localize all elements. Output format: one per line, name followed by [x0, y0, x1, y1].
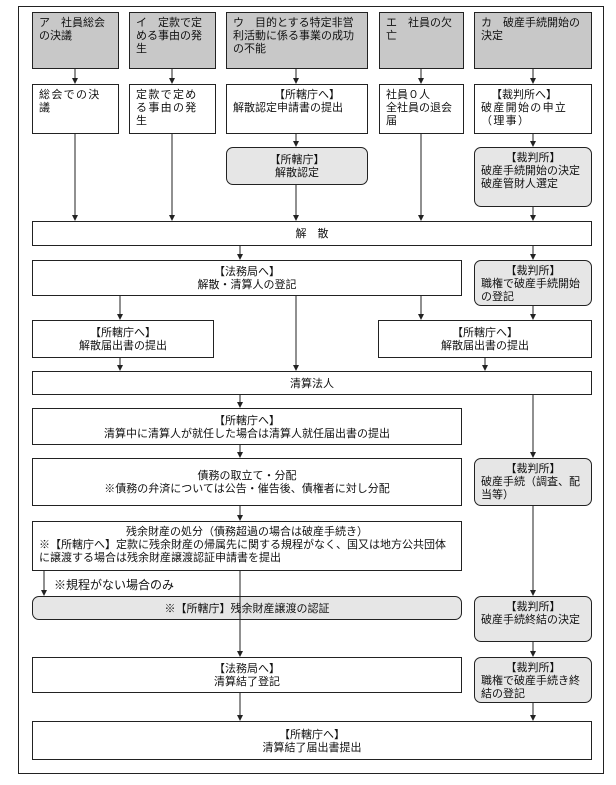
reason-ka: カ 破産手続開始の決定 [474, 12, 592, 69]
shokatsu-ninntei: 【所轄庁】 解散認定 [226, 147, 368, 185]
saimu-toritate: 債務の取立て・分配 ※債務の弁済については公告・催告後、債権者に対し分配 [32, 458, 462, 506]
court-hasan-tetsuzuki: 【裁判所】 破産手続（調査、配当等） [474, 458, 592, 506]
ketsuryou-touki: 【法務局へ】 清算結了登記 [32, 657, 462, 693]
diagram-frame [18, 6, 604, 774]
step-soukai: 総会での決議 [32, 84, 119, 134]
kaisan-touki: 【法務局へ】 解散・清算人の登記 [32, 260, 462, 296]
reason-i: イ 定款で定める事由の発生 [129, 12, 216, 69]
zanyo-ninsho: ※【所轄庁】残余財産譲渡の認証 [32, 596, 462, 620]
seisannin-shuunin: 【所轄庁へ】 清算中に清算人が就任した場合は清算人就任届出書の提出 [32, 408, 462, 445]
kaisan-bar: 解 散 [32, 221, 592, 246]
step-hasan-moushitate: 【裁判所へ】 破産開始の申立（理事） [474, 84, 592, 134]
step-teikan: 定款で定める事由の発生 [129, 84, 216, 134]
kaisan-todoke-right: 【所轄庁へ】 解散届出書の提出 [378, 320, 592, 358]
reason-u: ウ 目的とする特定非営利活動に係る事業の成功の不能 [226, 12, 368, 69]
reason-e: エ 社員の欠亡 [379, 12, 464, 69]
step-ninntei-shinsei: 【所轄庁へ】 解散認定申請書の提出 [226, 84, 368, 134]
court-shuuketsu-touki: 【裁判所】 職権で破産手続き終結の登記 [474, 657, 592, 703]
kitei-note: ※規程がない場合のみ [54, 578, 175, 592]
kaisan-todoke-left: 【所轄庁へ】 解散届出書の提出 [32, 320, 214, 358]
ketsuryou-todoke: 【所轄庁へ】 清算結了届出書提出 [32, 721, 592, 760]
court-hasan-touki: 【裁判所】 職権で破産手続開始の登記 [474, 260, 592, 306]
reason-a: ア 社員総会の決議 [32, 12, 119, 69]
court-shuuketsu-kettei: 【裁判所】 破産手続終結の決定 [474, 596, 592, 642]
step-shain-zero: 社員０人 全社員の退会届 [379, 84, 464, 134]
seisan-houjin: 清算法人 [32, 371, 592, 395]
court-hasan-kaishi: 【裁判所】 破産手続開始の決定 破産管財人選定 [474, 147, 592, 207]
zanyo-zaisan: 残余財産の処分（債務超過の場合は破産手続き） ※【所轄庁へ】定款に残余財産の帰属… [32, 521, 462, 571]
